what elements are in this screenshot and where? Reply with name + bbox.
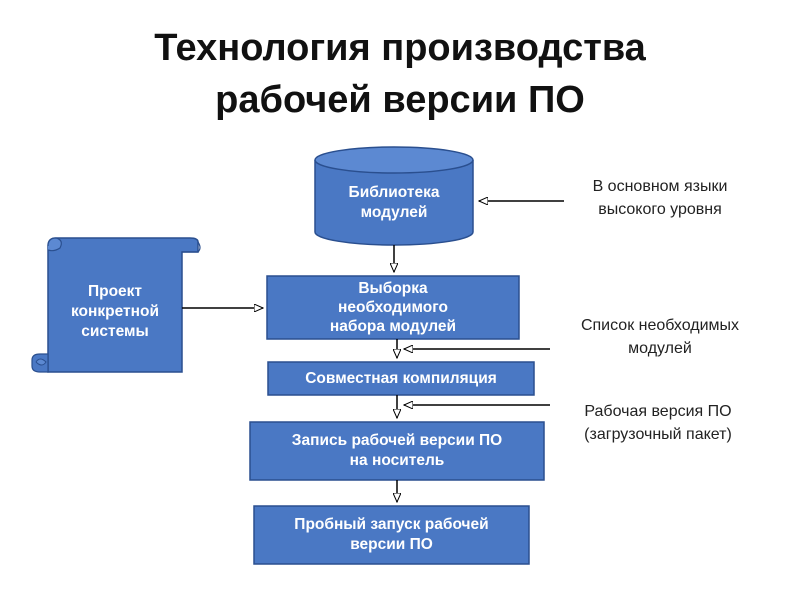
selection-label-line-2: необходимого	[338, 299, 448, 316]
write-label-line-1: Запись рабочей версии ПО	[291, 432, 503, 449]
trial-node: Пробный запуск рабочей версии ПО	[254, 506, 529, 564]
note-languages-line-2: высокого уровня	[598, 201, 722, 218]
selection-node: Выборка необходимого набора модулей	[267, 276, 519, 339]
library-label-line-2: модулей	[360, 204, 428, 221]
title-line-1: Технология производства	[154, 27, 646, 69]
library-cylinder-shape	[314, 146, 474, 246]
project-label-line-1: Проект	[87, 283, 143, 300]
trial-box-shape	[253, 505, 530, 565]
title-line-2: рабочей версии ПО	[215, 79, 585, 121]
project-label-line-3: системы	[81, 323, 149, 340]
note-module-list: Список необходимых модулей	[555, 314, 765, 360]
selection-box-shape	[266, 275, 520, 340]
compile-box-shape	[267, 361, 535, 396]
page-title: Технология производства рабочей версии П…	[0, 22, 800, 126]
write-label-line-2: на носитель	[349, 452, 445, 469]
compile-node: Совместная компиляция	[268, 362, 534, 395]
library-label-line-1: Библиотека	[348, 184, 440, 201]
note-languages: В основном языки высокого уровня	[565, 175, 755, 221]
project-node: Проект конкретной системы	[48, 262, 182, 362]
note-working-version-line-1: Рабочая версия ПО	[584, 403, 732, 420]
selection-label-line-1: Выборка	[358, 280, 428, 297]
note-working-version: Рабочая версия ПО (загрузочный пакет)	[558, 400, 758, 446]
note-module-list-line-2: модулей	[628, 340, 692, 357]
write-box-shape	[249, 421, 545, 481]
note-module-list-line-1: Список необходимых	[580, 317, 740, 334]
selection-label-line-3: набора модулей	[329, 318, 457, 335]
note-working-version-line-2: (загрузочный пакет)	[584, 426, 732, 443]
note-languages-line-1: В основном языки	[592, 178, 728, 195]
project-label-line-2: конкретной	[71, 303, 159, 320]
project-scroll-shape	[31, 237, 201, 373]
library-node: Библиотека модулей	[315, 174, 473, 232]
write-node: Запись рабочей версии ПО на носитель	[250, 422, 544, 480]
trial-label-line-2: версии ПО	[350, 536, 433, 553]
trial-label-line-1: Пробный запуск рабочей	[294, 516, 489, 533]
compile-label: Совместная компиляция	[305, 369, 497, 387]
